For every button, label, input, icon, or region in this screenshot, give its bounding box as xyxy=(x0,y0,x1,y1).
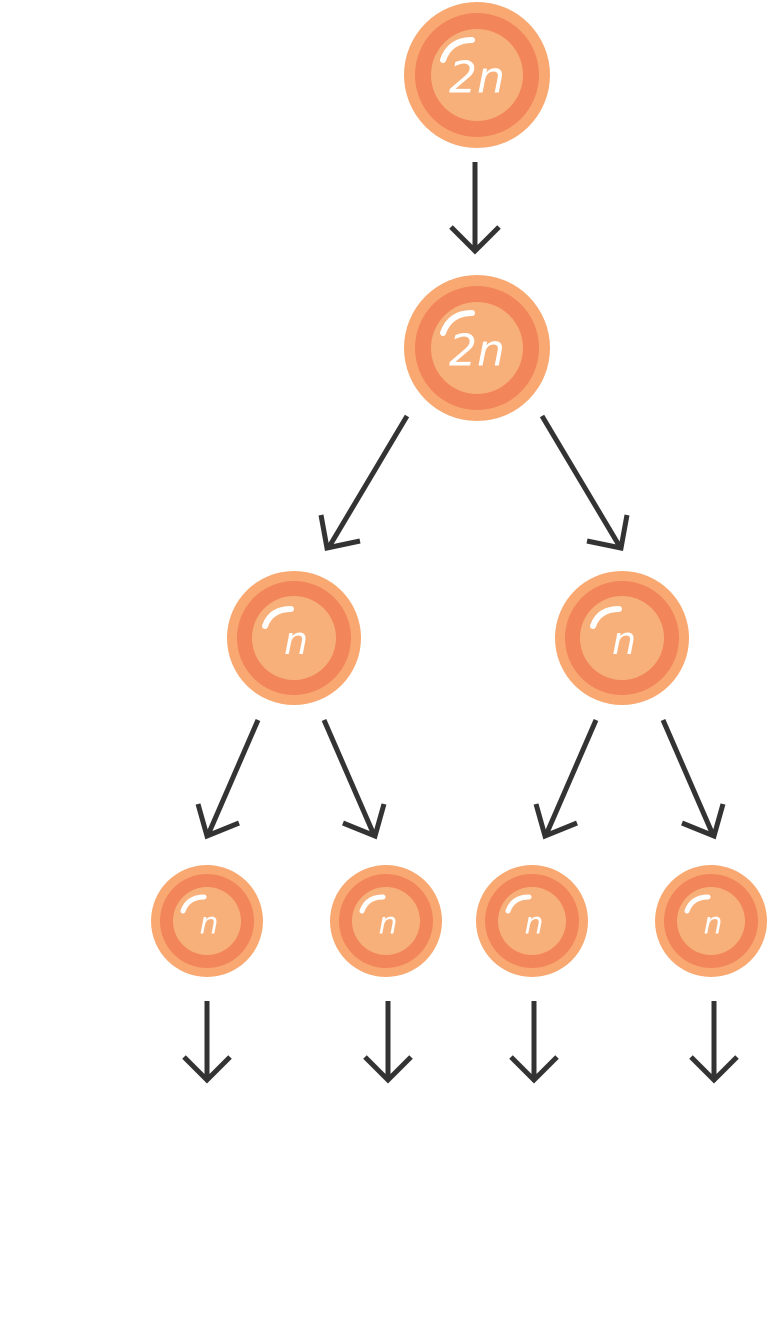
arrow-down-left-icon xyxy=(195,719,261,840)
cell-icon xyxy=(555,571,689,705)
cell-label: 2n xyxy=(449,326,505,377)
arrow-down-icon xyxy=(182,1001,232,1084)
arrow-down-icon xyxy=(689,1001,739,1084)
cell-label: n xyxy=(378,907,397,942)
cell-icon xyxy=(404,275,550,421)
cell-icon xyxy=(655,865,767,977)
cell-label: n xyxy=(199,907,218,942)
arrow-down-left-icon xyxy=(533,719,599,840)
cell-n-secondary-left: n xyxy=(227,571,361,705)
cell-2n-top: 2n xyxy=(404,2,550,148)
cell-label: 2n xyxy=(449,53,505,104)
cell-icon xyxy=(404,2,550,148)
arrow-down-icon xyxy=(363,1001,413,1084)
arrow-down-icon xyxy=(449,162,501,255)
cell-icon xyxy=(151,865,263,977)
arrow-down-right-icon xyxy=(321,719,387,840)
cell-2n-second: 2n xyxy=(404,275,550,421)
cell-label: n xyxy=(612,619,636,663)
cell-label: n xyxy=(284,619,308,663)
arrow-down-right-icon xyxy=(539,414,630,551)
cell-n-secondary-right: n xyxy=(555,571,689,705)
cell-icon xyxy=(330,865,442,977)
cell-n-spermatid-1: n xyxy=(151,865,263,977)
arrow-down-right-icon xyxy=(660,719,726,840)
arrow-down-left-icon xyxy=(318,414,410,551)
cell-label: n xyxy=(524,907,543,942)
cell-icon xyxy=(227,571,361,705)
cell-icon xyxy=(476,865,588,977)
cell-n-spermatid-3: n xyxy=(476,865,588,977)
arrow-down-icon xyxy=(509,1001,559,1084)
cell-n-spermatid-2: n xyxy=(330,865,442,977)
cell-label: n xyxy=(703,907,722,942)
cell-n-spermatid-4: n xyxy=(655,865,767,977)
